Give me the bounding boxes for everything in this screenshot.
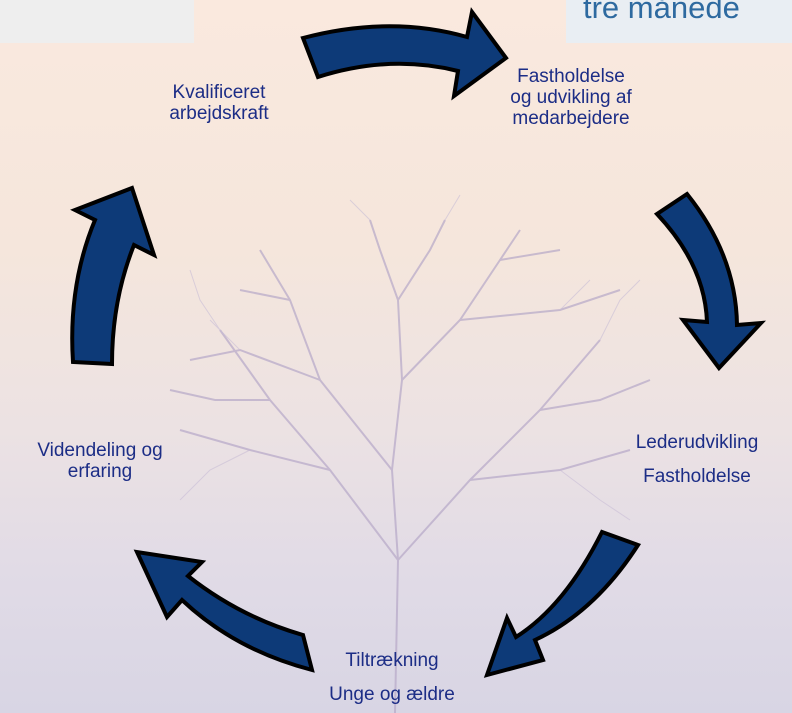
curved-arrow-icon [653,191,766,372]
label-line: erfaring [67,461,133,482]
label-videndeling: Videndeling og erfaring [5,440,195,482]
curved-arrow-icon [133,549,315,673]
label-line: Lederudvikling [635,432,759,453]
corner-box [0,0,194,43]
label-tiltraekning: Tiltrækning Unge og ældre [321,644,463,712]
label-line: Fastholdelse [517,66,625,87]
label-line: Kvalificeret [172,82,266,103]
curved-arrow-icon [300,7,509,101]
label-line: Tiltrækning [345,650,439,671]
label-line: medarbejdere [512,108,630,129]
label-line: Fastholdelse [643,466,751,487]
label-line: arbejdskraft [169,103,269,124]
curved-arrow-icon [483,529,642,678]
label-lederudvikling: Lederudvikling Fastholdelse [612,426,782,494]
label-kvalificeret: Kvalificeret arbejdskraft [155,82,283,124]
label-line: og udvikling af [510,87,632,108]
label-fastholdelse-udvikling: Fastholdelse og udvikling af medarbejder… [496,66,646,129]
label-line: Unge og ældre [329,684,455,705]
curved-arrow-icon [70,185,158,367]
label-line: Videndeling og [37,440,163,461]
header-box: tre månede [566,0,792,43]
header-text: tre månede [583,0,740,25]
